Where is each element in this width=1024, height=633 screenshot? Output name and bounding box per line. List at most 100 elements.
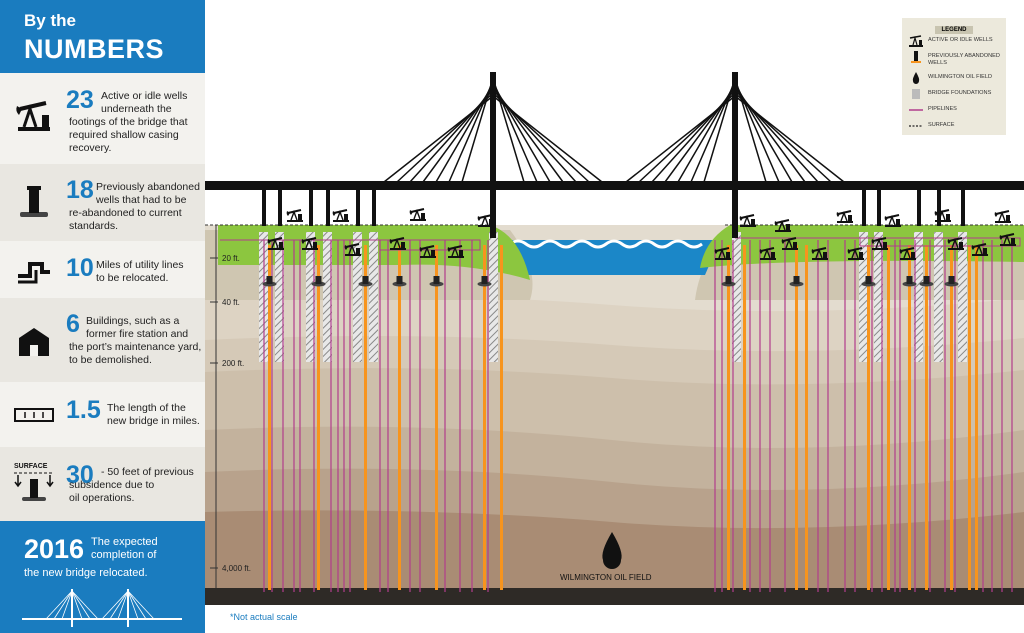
header-line-2: NUMBERS [24, 34, 165, 64]
pumpjack-base [848, 258, 864, 260]
pumpjack-base [837, 221, 853, 223]
completion-year: 2016 [24, 534, 85, 564]
pumpjack-icon [344, 243, 361, 256]
stat-line: underneath the [101, 103, 172, 115]
oil-drop-icon [602, 532, 622, 569]
stat-number: 30 [66, 461, 94, 489]
stat-number: 18 [66, 176, 94, 204]
bridge-cables [383, 77, 845, 183]
stat-line: former fire station and [86, 328, 189, 340]
pumpjack-motor [786, 224, 790, 230]
legend-item-pipelines: PIPELINES [908, 103, 1004, 117]
pumpjack-icon [971, 243, 988, 256]
pumpjack-icon [909, 35, 923, 47]
pipeline-icon [909, 109, 923, 111]
pumpjack-motor [313, 242, 317, 248]
pumpjack-head [267, 239, 271, 244]
bridge-foundations [259, 232, 967, 362]
legend-title: LEGEND [935, 26, 973, 34]
pipelines [220, 237, 1021, 592]
stat-number: 1.5 [66, 396, 101, 424]
completion-text-1: The expected completion of [91, 536, 158, 561]
pumpjack-frame [413, 209, 421, 220]
pumpjack-icon [389, 237, 406, 250]
water-channel [495, 240, 720, 275]
well-casing [364, 245, 367, 590]
stat-line: to be demolished. [69, 354, 152, 366]
bridge-pier [372, 190, 376, 226]
ruler-icon [14, 408, 54, 422]
pumpjack-motor [431, 250, 435, 256]
building-icon [19, 328, 49, 356]
pumpjack-base [972, 254, 988, 256]
bridge-pier [262, 190, 266, 226]
pumpjack-motor [356, 248, 360, 254]
sidebar-header: By the NUMBERS [0, 0, 205, 73]
stat-active-wells: 23 Active or idle wells underneath the f… [0, 73, 205, 164]
stat-bridge-length: 1.5 The length of the new bridge in mile… [0, 382, 205, 447]
pumpjack-base [782, 248, 798, 250]
pumpjack-base [302, 248, 318, 250]
pumpjack-base [872, 248, 888, 250]
left-tower [490, 72, 496, 238]
well-casing [805, 245, 808, 590]
legend-item-active-wells: ACTIVE OR IDLE WELLS [908, 34, 1004, 48]
pumpjack-head [301, 239, 305, 244]
pumpjack-head [781, 239, 785, 244]
pumpjack-head [899, 249, 903, 254]
cable [492, 92, 590, 183]
stat-line: the port’s maintenance yard, [69, 341, 202, 353]
foundation [958, 232, 967, 362]
pumpjack-icon [739, 214, 756, 227]
legend-label: WILMINGTON OIL FIELD [928, 74, 993, 80]
pumpjack-base [345, 254, 361, 256]
pumpjack-base [740, 225, 756, 227]
pumpjack-head [332, 211, 336, 216]
pumpjack-icon [999, 233, 1016, 246]
foundation [934, 232, 943, 362]
stat-line: - 50 feet of previous [101, 466, 194, 478]
stat-line: Previously abandoned [96, 181, 200, 193]
pumpjack-motor [726, 252, 730, 258]
stat-line: Miles of utility lines [96, 259, 184, 271]
well-casing [398, 245, 401, 590]
abandoned-well-post [362, 276, 369, 284]
pumpjack-motor [279, 242, 283, 248]
surface-icon-label: SURFACE [14, 463, 48, 470]
pumpjack-motor [848, 215, 852, 221]
stat-line: wells that had to be [96, 194, 187, 206]
pumpjack-frame [840, 211, 848, 222]
pumpjack-head [934, 211, 938, 216]
pumpjack-base [885, 225, 901, 227]
pumpjack-motor [983, 248, 987, 254]
pumpjack-base [478, 225, 494, 227]
abandoned-well-post [396, 276, 403, 284]
stat-line: Active or idle wells [101, 90, 188, 102]
wells [262, 208, 1016, 287]
stat-line: Buildings, such as a [86, 315, 180, 327]
pumpjack-icon [16, 101, 50, 131]
pumpjack-base [948, 248, 964, 250]
pumpjack-frame [290, 210, 298, 221]
bridge-cross-section-diagram [205, 72, 1024, 605]
well-casing [268, 245, 271, 590]
pumpjack-base [715, 258, 731, 260]
bridge [205, 72, 1024, 238]
legend-label: SURFACE [928, 122, 955, 128]
stat-line: to be relocated. [96, 272, 169, 284]
pumpjack-motor [401, 242, 405, 248]
legend-item-abandoned-wells: PREVIOUSLY ABANDONED WELLS [908, 50, 1004, 66]
depth-label-4000ft: 4,000 ft. [222, 564, 251, 573]
pumpjack-head [286, 211, 290, 216]
abandoned-well-post [315, 276, 322, 284]
pumpjack-base [390, 248, 406, 250]
pumpjack-icon [947, 237, 964, 250]
abandoned-well-post [865, 276, 872, 284]
pumpjack-head [774, 221, 778, 226]
abandoned-well-post [948, 276, 955, 284]
stat-line: footings of the bridge that [69, 116, 188, 128]
stat-line: required shallow casing [69, 129, 179, 141]
well-casings [268, 245, 978, 590]
pumpjack-motor [1006, 215, 1010, 221]
pumpjack-frame [998, 211, 1006, 222]
